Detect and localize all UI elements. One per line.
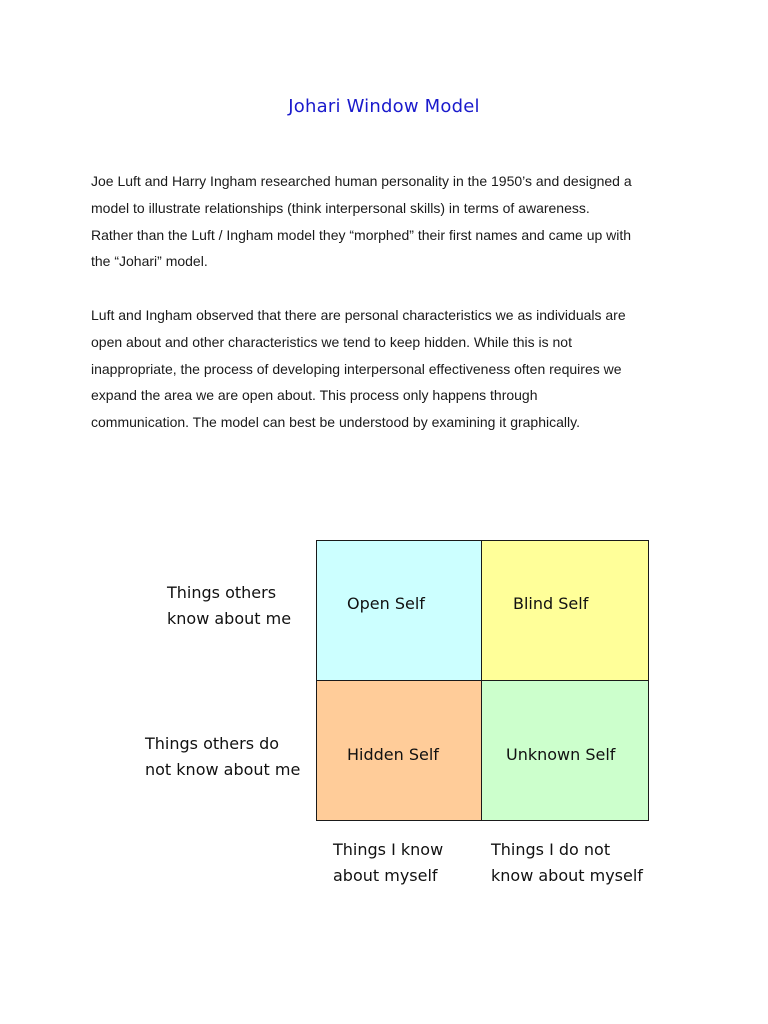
paragraph-line: model to illustrate relationships (think… [91,199,590,216]
observation-paragraph: Luft and Ingham observed that there are … [91,302,691,436]
paragraph-line: communication. The model can best be und… [91,414,580,431]
hidden-self-label: Hidden Self [347,745,439,764]
open-self-label: Open Self [347,594,425,613]
column-label-line: Things I know [333,840,444,859]
paragraph-line: open about and other characteristics we … [91,333,572,350]
row-label-not-known-to-others: Things others do not know about me [145,731,300,782]
paragraph-line: Rather than the Luft / Ingham model they… [91,226,632,243]
column-label-known-to-self: Things I know about myself [333,837,443,888]
row-label-line: know about me [167,608,292,628]
blind-self-label: Blind Self [513,594,589,613]
column-label-line: know about myself [491,865,643,885]
paragraph-line: Joe Luft and Harry Ingham researched hum… [91,173,632,189]
row-label-line: Things others [167,583,277,602]
unknown-self-quadrant [481,680,649,821]
column-label-line: about myself [333,865,438,885]
row-label-line: not know about me [145,759,301,779]
row-label-known-to-others: Things others know about me [167,580,291,631]
column-label-not-known-to-self: Things I do not know about myself [491,837,643,888]
intro-paragraph: Joe Luft and Harry Ingham researched hum… [91,168,691,275]
row-label-line: Things others do [145,734,280,753]
page-title: Johari Window Model [288,96,480,117]
unknown-self-label: Unknown Self [506,745,616,764]
paragraph-line: inappropriate, the process of developing… [91,360,622,377]
paragraph-line: expand the area we are open about. This … [91,387,538,404]
blind-self-quadrant [481,540,649,681]
hidden-self-quadrant [316,680,482,821]
paragraph-line: Luft and Ingham observed that there are … [91,307,626,323]
column-label-line: Things I do not [491,840,611,859]
paragraph-line: the “Johari” model. [91,253,208,270]
open-self-quadrant [316,540,482,681]
